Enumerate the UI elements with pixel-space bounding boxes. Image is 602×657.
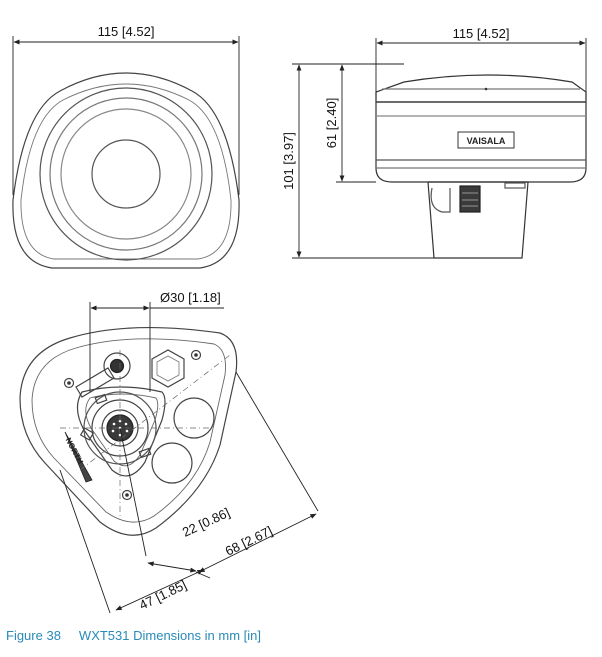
top-view-width-label: 115 [4.52] bbox=[98, 24, 155, 39]
center-offset-label: 22 [0.86] bbox=[180, 505, 232, 540]
top-view bbox=[12, 72, 240, 269]
side-view-width-dimension bbox=[375, 38, 587, 100]
head-height-label: 61 [2.40] bbox=[324, 98, 339, 149]
dimension-drawing: 115 [4.52] VAISALA 115 [4.52] bbox=[12, 24, 587, 614]
figure-caption: Figure 38 WXT531 Dimensions in mm [in] bbox=[6, 628, 261, 643]
brand-plate: VAISALA bbox=[457, 131, 515, 149]
figure-caption-text: WXT531 Dimensions in mm [in] bbox=[78, 628, 261, 643]
top-view-width-dimension bbox=[12, 36, 240, 195]
connector-diameter-label: Ø30 [1.18] bbox=[160, 290, 221, 305]
center-offset-dimension bbox=[119, 427, 197, 573]
side-view bbox=[375, 74, 587, 259]
side-view-width-label: 115 [4.52] bbox=[453, 26, 510, 41]
mount-offset-label: 47 [1.85] bbox=[137, 577, 189, 613]
brand-label: VAISALA bbox=[467, 136, 506, 146]
bottom-view bbox=[19, 326, 238, 536]
mount-distance-dimension bbox=[198, 371, 319, 573]
mount-distance-label: 68 [2.67] bbox=[223, 523, 275, 559]
mount-offset-dimension bbox=[59, 469, 211, 614]
north-label: NORTH bbox=[64, 436, 85, 466]
connector-diameter-dimension bbox=[89, 302, 224, 392]
total-height-label: 101 [3.97] bbox=[281, 132, 296, 190]
height-dimensions bbox=[292, 63, 434, 259]
figure-number: Figure 38 bbox=[6, 628, 61, 643]
center-lines bbox=[60, 350, 231, 520]
